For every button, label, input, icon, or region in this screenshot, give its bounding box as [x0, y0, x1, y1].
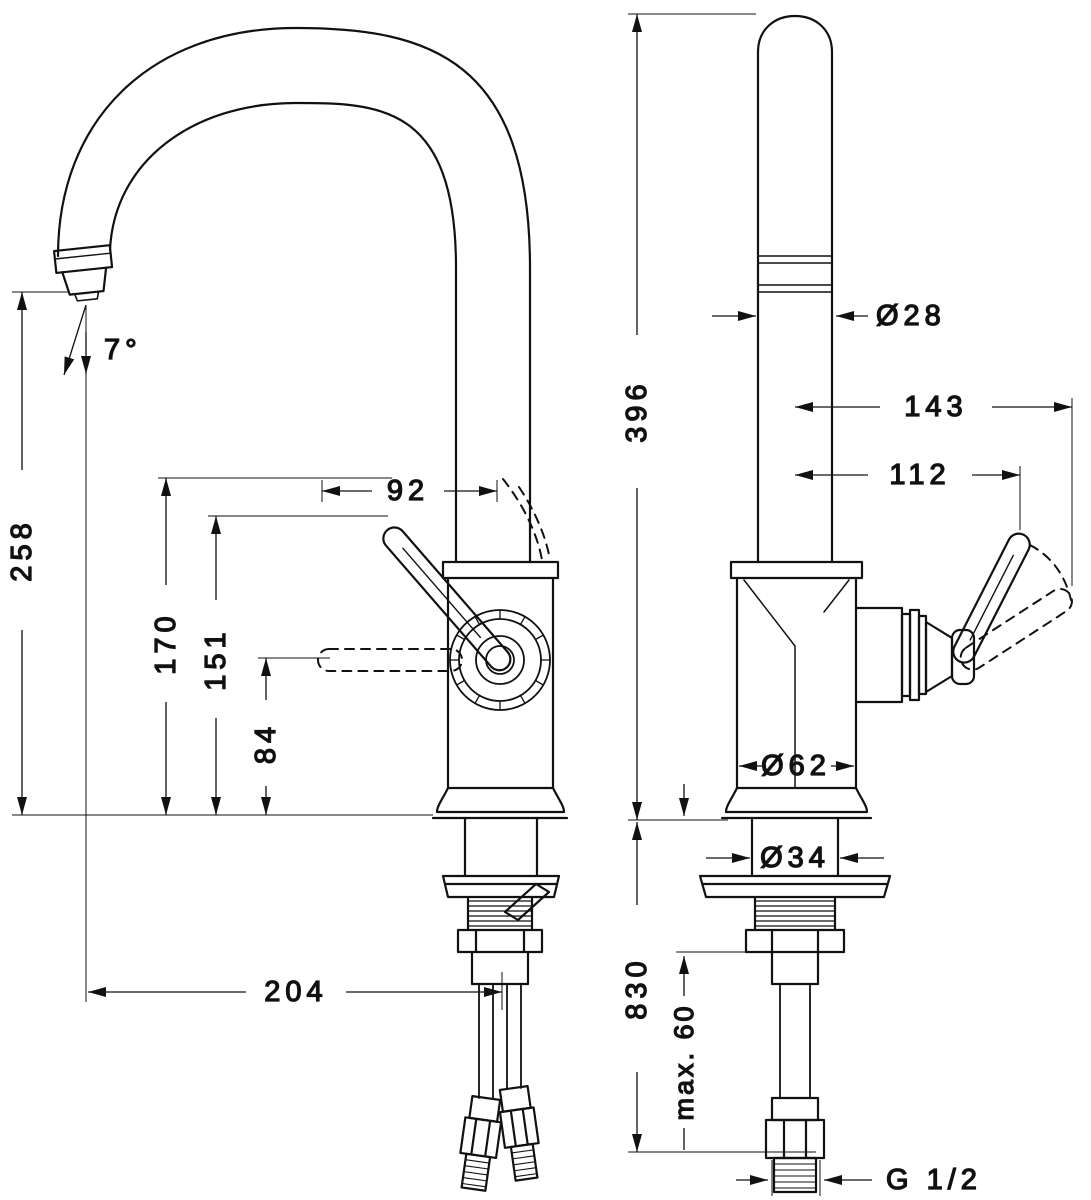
dim-label-112: 112 [889, 459, 950, 491]
mounting-hardware-left [441, 816, 561, 1192]
dim-spout-reach: 204 [88, 972, 503, 1010]
dim-label-830: 830 [621, 956, 653, 1019]
dim-hose-length: 830 [620, 822, 816, 1153]
body-internal-lines [743, 579, 850, 789]
dim-outlet-angle: 7° [63, 304, 142, 1002]
riser-pipe [756, 14, 834, 564]
dim-total-height: 396 [620, 13, 756, 821]
dim-label-84: 84 [250, 722, 282, 764]
handle-lever-dashed-position [959, 588, 1073, 671]
dim-label-151: 151 [200, 627, 232, 690]
handle-lever [952, 532, 1031, 664]
dim-max-counter-thickness: max. 60 [668, 784, 748, 1150]
dim-143: 143 [795, 390, 1073, 586]
dim-label-7deg: 7° [104, 334, 142, 366]
handle-lever-dashed-position [317, 648, 463, 672]
dim-112: 112 [795, 458, 1021, 530]
dim-shank-diameter: Ø34 [706, 841, 884, 875]
mounting-flag [503, 882, 551, 922]
dim-label-d28: Ø28 [876, 300, 946, 332]
body-top-flange [441, 560, 560, 580]
dim-label-170: 170 [150, 611, 182, 674]
dim-label-92: 92 [387, 475, 429, 507]
body-base [720, 786, 873, 820]
handle-swing-dashed [502, 478, 551, 561]
spout-inner-curve [108, 101, 458, 564]
handle-lever [382, 526, 512, 672]
dimensions: 258 7° 170 151 84 [5, 13, 1073, 1197]
pipe-joint-rings [757, 255, 833, 293]
right-view-faucet [698, 14, 1073, 1194]
left-view-faucet [52, 26, 569, 1192]
hose-connector-right [498, 1084, 540, 1182]
handle-swing-dashed [1029, 544, 1072, 601]
supply-hoses [478, 983, 522, 1099]
body-walls [735, 576, 858, 790]
valve-boss [854, 606, 976, 704]
dim-body-diameter: Ø62 [739, 749, 854, 783]
dim-handle-height: 170 [149, 477, 392, 815]
dim-label-204: 204 [264, 976, 327, 1008]
dim-pipe-diameter: Ø28 [712, 299, 946, 333]
dim-label-396: 396 [621, 379, 653, 442]
dim-151: 151 [199, 515, 388, 815]
dim-label-max60: max. 60 [669, 1003, 699, 1120]
dim-spout-height: 258 [5, 291, 433, 816]
hose-connector-left [459, 1094, 503, 1192]
spout-outer-curve [56, 26, 532, 564]
supply-hose [779, 983, 811, 1099]
dim-92: 92 [321, 474, 498, 508]
dim-label-d34: Ø34 [760, 842, 830, 874]
handle-rosette [449, 609, 551, 711]
spout-outlet [52, 244, 114, 302]
dim-label-d62: Ø62 [761, 750, 831, 782]
dim-label-258: 258 [6, 518, 38, 581]
dim-connection-thread: G 1/2 [736, 1160, 982, 1197]
body-base [431, 786, 569, 820]
body-walls [446, 576, 555, 790]
dim-label-g12: G 1/2 [886, 1164, 982, 1196]
body-top-flange [729, 560, 864, 580]
mounting-hardware-right [698, 816, 892, 1194]
dim-84: 84 [249, 657, 330, 815]
dim-label-143: 143 [904, 391, 967, 423]
